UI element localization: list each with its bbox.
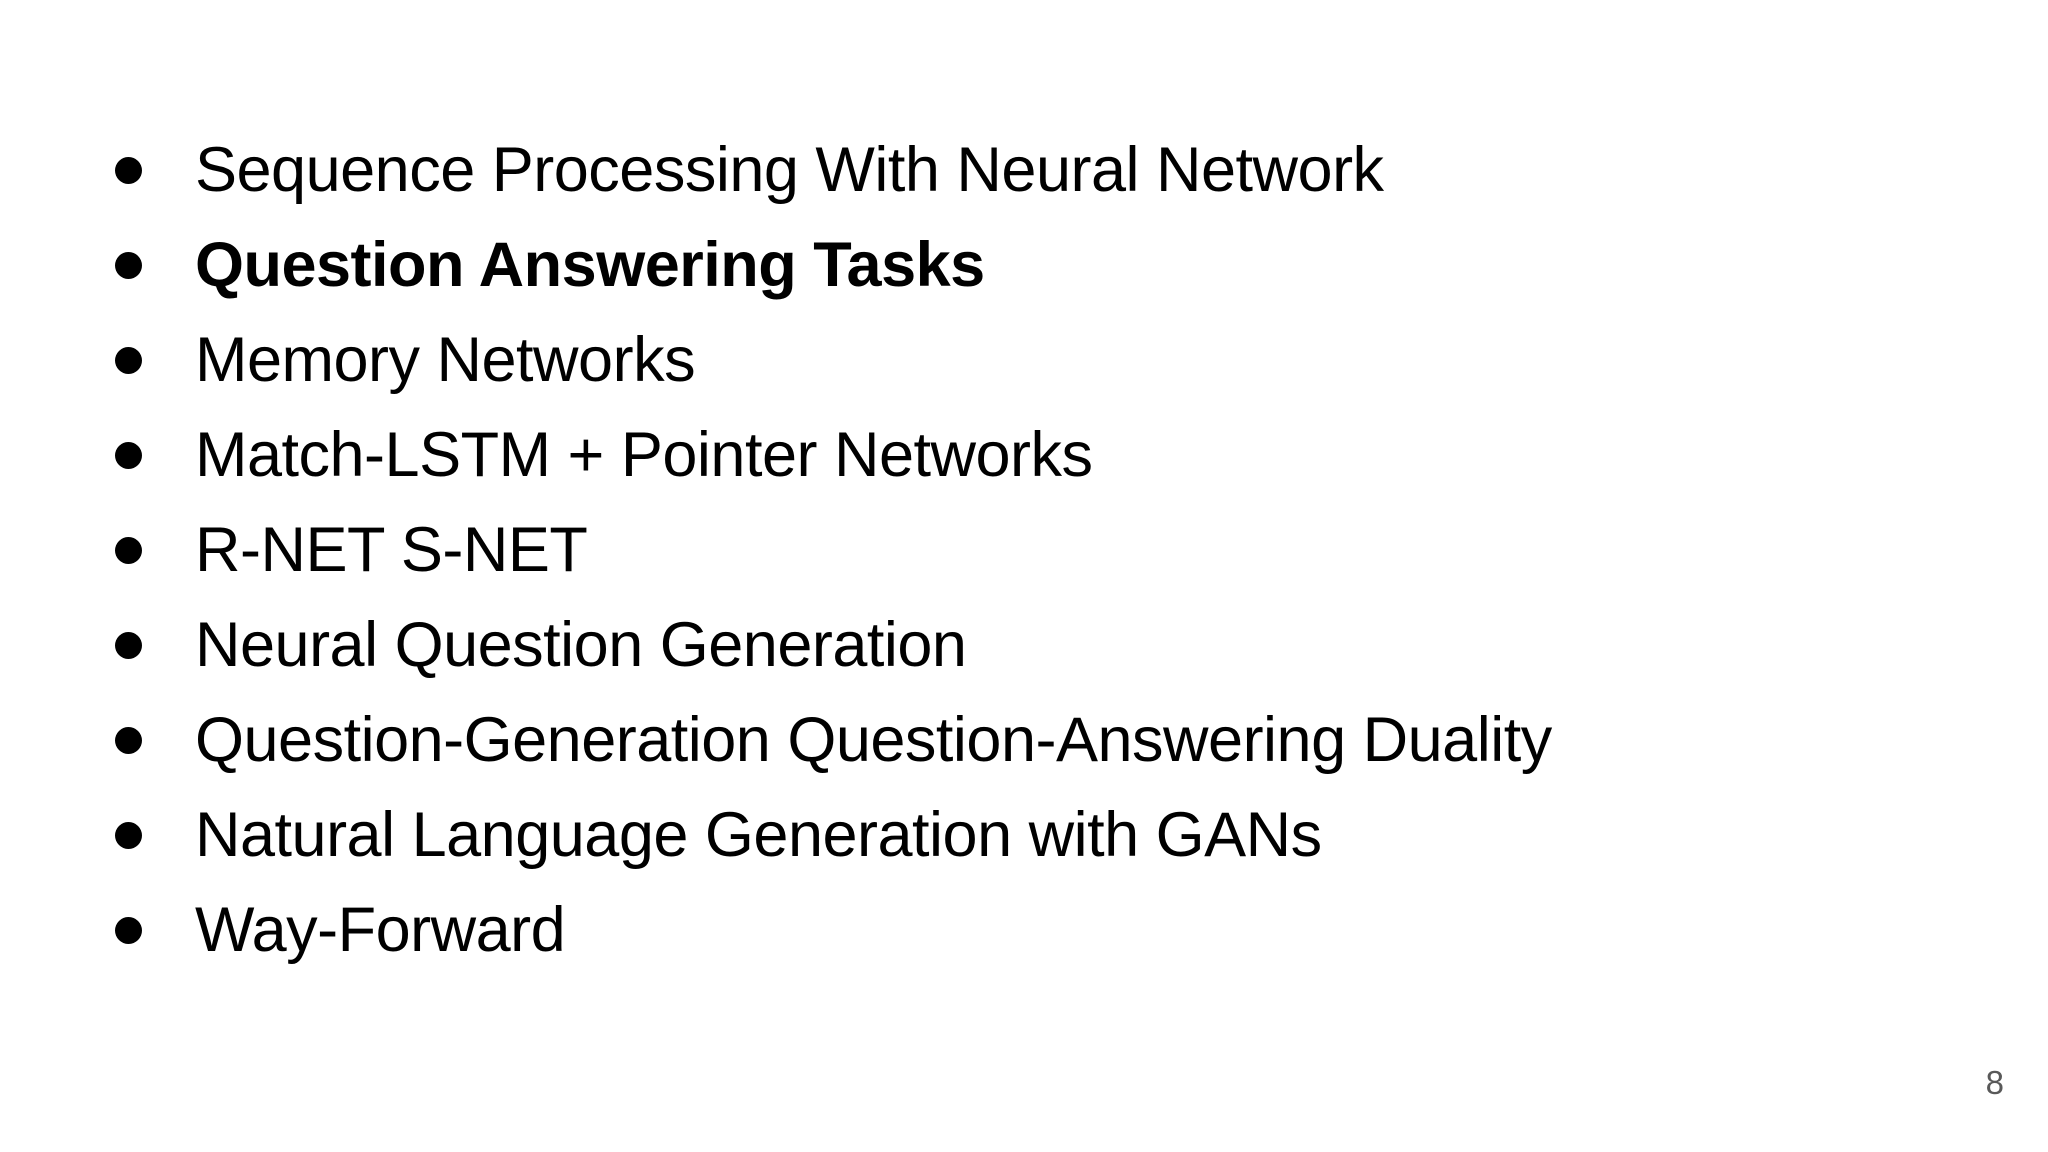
bullet-dot-icon <box>115 822 142 849</box>
bullet-dot-icon <box>115 632 142 659</box>
bullet-dot-icon <box>115 157 142 184</box>
list-item: Question Answering Tasks <box>115 218 1552 313</box>
list-item: Neural Question Generation <box>115 598 1552 693</box>
bullet-text: Neural Question Generation <box>195 610 967 680</box>
bullet-dot-icon <box>115 537 142 564</box>
bullet-dot-icon <box>115 347 142 374</box>
bullet-dot-icon <box>115 727 142 754</box>
list-item: Natural Language Generation with GANs <box>115 788 1552 883</box>
bullet-text: Question-Generation Question-Answering D… <box>195 705 1552 775</box>
bullet-dot-icon <box>115 252 142 279</box>
list-item: Way-Forward <box>115 883 1552 978</box>
list-item: R-NET S-NET <box>115 503 1552 598</box>
bullet-dot-icon <box>115 917 142 944</box>
list-item: Memory Networks <box>115 313 1552 408</box>
list-item: Sequence Processing With Neural Network <box>115 123 1552 218</box>
bullet-text: Question Answering Tasks <box>195 230 985 300</box>
bullet-text: Match-LSTM + Pointer Networks <box>195 420 1093 490</box>
list-item: Question-Generation Question-Answering D… <box>115 693 1552 788</box>
bullet-dot-icon <box>115 442 142 469</box>
bullet-text: Sequence Processing With Neural Network <box>195 135 1384 205</box>
list-item: Match-LSTM + Pointer Networks <box>115 408 1552 503</box>
page-number: 8 <box>1985 1064 2004 1101</box>
bullet-list: Sequence Processing With Neural Network … <box>115 123 1552 978</box>
bullet-text: Way-Forward <box>195 895 566 965</box>
bullet-text: R-NET S-NET <box>195 515 588 585</box>
bullet-text: Memory Networks <box>195 325 696 395</box>
bullet-text: Natural Language Generation with GANs <box>195 800 1322 870</box>
